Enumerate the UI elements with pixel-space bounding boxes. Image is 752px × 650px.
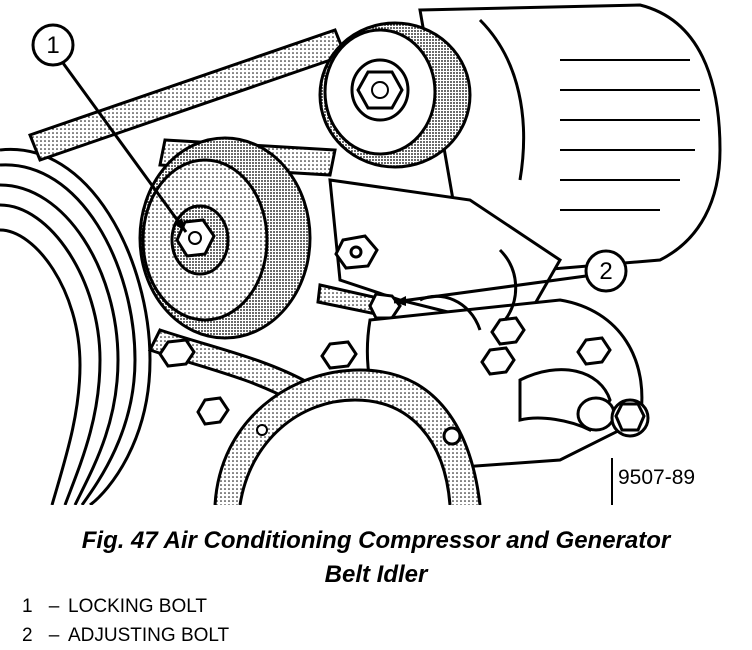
callout-2-label: 2 [599,258,612,285]
legend-item: 2–ADJUSTING BOLT [22,621,229,650]
legend-dash: – [48,625,60,646]
callout-1-label: 1 [46,32,59,59]
figure-caption: Fig. 47 Air Conditioning Compressor and … [0,524,752,592]
legend-label: ADJUSTING BOLT [68,625,230,646]
belt-idler-illustration: 1 2 [0,3,722,505]
legend-dash: – [48,596,60,617]
legend-number: 1 [22,596,33,617]
figure-code: 9507-89 [618,466,696,489]
crankshaft-pulley [0,147,152,505]
legend-label: LOCKING BOLT [68,596,208,617]
legend-item: 1–LOCKING BOLT [22,592,229,621]
generator-pulley [318,21,472,169]
caption-line-1: Fig. 47 Air Conditioning Compressor and … [81,527,671,554]
caption-line-2: Belt Idler [324,561,428,588]
legend: 1–LOCKING BOLT 2–ADJUSTING BOLT [22,592,229,650]
idler-pulley [138,136,312,340]
legend-number: 2 [22,625,33,646]
generator [418,3,722,272]
compressor-pulley [213,368,482,505]
callout-1: 1 [31,23,188,233]
callout-2: 2 [393,249,628,306]
